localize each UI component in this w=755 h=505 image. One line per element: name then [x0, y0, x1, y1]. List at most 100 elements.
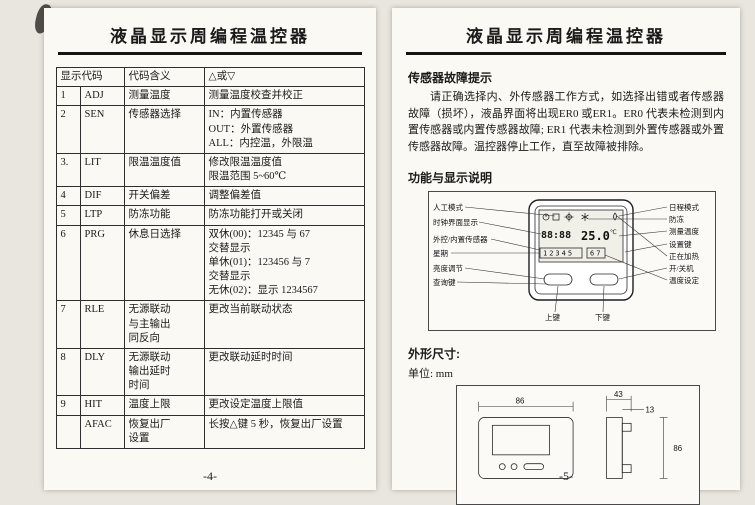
header-updown: △或▽	[203, 66, 365, 88]
cell-meaning: 无源联动 输出延时 时间	[123, 347, 205, 397]
table-row: 2 SEN 传感器选择 IN：内置传感器 OUT：外置传感器 ALL：内控温，外…	[55, 105, 365, 154]
header-display-code: 显示代码	[55, 66, 125, 88]
table-row: 5 LTP 防冻功能 防冻功能打开或关闭	[55, 205, 365, 226]
cell-action: 双休(00)：12345 与 67 交替显示 单休(01)：123456 与 7…	[203, 224, 365, 302]
table-row: 4 DIF 开关偏差 调整偏差值	[55, 186, 365, 207]
cell-meaning: 温度上限	[123, 395, 205, 416]
up-button	[543, 273, 573, 286]
cell-code: ADJ	[79, 86, 125, 107]
cell-num: 5	[55, 205, 81, 226]
cell-action: 更改设定温度上限值	[203, 395, 365, 416]
cell-num: 3.	[55, 152, 81, 188]
cell-action: 更改当前联动状态	[203, 300, 365, 349]
cell-num: 1	[55, 86, 81, 107]
dimensions-unit: 单位: mm	[408, 368, 453, 380]
callout-up-key: 上键	[545, 312, 560, 322]
table-row: 7 RLE 无源联动 与主输出 同反向 更改当前联动状态	[55, 300, 365, 349]
cell-code: DLY	[79, 347, 125, 397]
fault-paragraph: 请正确选择内、外传感器工作方式，如选择出错或者传感器故障（损坏），液晶界面将出现…	[408, 91, 724, 153]
lcd-temp-unit: ℃	[610, 229, 617, 236]
header-code-meaning: 代码含义	[123, 66, 205, 88]
table-row: 9 HIT 温度上限 更改设定温度上限值	[55, 395, 365, 416]
dimension-figure: 86 43 13 86	[478, 390, 683, 479]
clock-icon	[542, 213, 550, 221]
callout-down-key: 下键	[595, 312, 610, 322]
dim-tab: 13	[645, 406, 654, 415]
display-heading: 功能与显示说明	[408, 171, 493, 185]
dim-width: 86	[516, 397, 525, 406]
table-row: AFAC 恢复出厂 设置 长按△键 5 秒，恢复出厂设置	[55, 414, 365, 449]
callout-right-7: 温度设定	[669, 275, 699, 285]
cell-num: 6	[55, 224, 81, 302]
down-button	[589, 273, 619, 286]
cell-action: 长按△键 5 秒，恢复出厂设置	[203, 414, 365, 449]
thermostat-figure: 88:88 25.0 ℃ 12345 67 人工模式 时钟界面显示 外控/内置传…	[433, 199, 699, 322]
cell-code: PRG	[79, 224, 125, 302]
cell-num	[55, 414, 81, 449]
page-title: 液晶显示周编程温控器	[466, 27, 666, 46]
cell-meaning: 休息日选择	[123, 224, 205, 302]
callout-left-1: 人工模式	[433, 202, 463, 212]
callout-left-4: 星期	[433, 249, 448, 258]
dimensions-heading: 外形尺寸:	[408, 347, 460, 361]
lcd-days-workweek: 12345	[543, 250, 574, 258]
cell-meaning: 开关偏差	[123, 186, 205, 207]
callout-right-1: 日程模式	[669, 202, 699, 212]
cell-num: 4	[55, 186, 81, 207]
cell-code: RLE	[79, 300, 125, 349]
front-view	[478, 417, 574, 479]
cell-code: LTP	[79, 205, 125, 226]
manual-page-right: 液晶显示周编程温控器 传感器故障提示 请正确选择内、外传感器工作方式，如选择出错…	[392, 8, 740, 505]
lcd-temperature: 25.0	[581, 229, 610, 243]
callout-right-5: 正在加热	[669, 251, 699, 261]
title-underline	[58, 52, 362, 55]
cell-action: 调整偏差值	[203, 186, 365, 207]
manual-page-left: 液晶显示周编程温控器 显示代码 代码含义 △或▽ 1 ADJ 测量温度 测量温度…	[44, 8, 376, 490]
table-row: 6 PRG 休息日选择 双休(00)：12345 与 67 交替显示 单休(01…	[55, 224, 365, 302]
table-row: 1 ADJ 测量温度 测量温度校查并校正	[55, 86, 365, 107]
callout-left-2: 时钟界面显示	[433, 217, 478, 227]
lcd-days-weekend: 67	[590, 250, 602, 258]
title-underline	[406, 52, 726, 55]
lcd-time: 88:88	[541, 230, 571, 241]
cell-code: LIT	[79, 152, 125, 188]
dim-depth: 43	[614, 390, 623, 399]
cell-num: 8	[55, 347, 81, 397]
callout-right-3: 测量温度	[669, 226, 699, 236]
cell-meaning: 限温温度值	[123, 152, 205, 188]
cell-action: IN：内置传感器 OUT：外置传感器 ALL：内控温，外限温	[203, 105, 365, 154]
cell-num: 2	[55, 105, 81, 154]
cell-code: HIT	[79, 395, 125, 416]
cell-action: 修改限温温度值 限温范围 5~60℃	[203, 152, 365, 188]
cell-meaning: 传感器选择	[123, 105, 205, 154]
callout-left-6: 查询键	[433, 277, 456, 287]
cell-num: 9	[55, 395, 81, 416]
page-number: -4-	[203, 469, 217, 483]
code-table: 显示代码 代码含义 △或▽ 1 ADJ 测量温度 测量温度校查并校正 2 SEN…	[55, 66, 365, 449]
thermostat-figure-box: 88:88 25.0 ℃ 12345 67 人工模式 时钟界面显示 外控/内置传…	[428, 191, 716, 331]
table-row: 3. LIT 限温温度值 修改限温温度值 限温范围 5~60℃	[55, 152, 365, 188]
cell-num: 7	[55, 300, 81, 349]
cell-code: AFAC	[79, 414, 125, 449]
cell-action: 测量温度校查并校正	[203, 86, 365, 107]
manual-mode-icon	[552, 213, 560, 221]
page-number: -5-	[559, 469, 573, 483]
callout-left-3: 外控/内置传感器	[433, 234, 488, 244]
cell-meaning: 测量温度	[123, 86, 205, 107]
callout-right-2: 防冻	[669, 214, 684, 224]
table-row: 8 DLY 无源联动 输出延时 时间 更改联动延时时间	[55, 347, 365, 397]
flame-icon	[613, 212, 617, 221]
snowflake-icon	[581, 213, 589, 221]
cell-code: SEN	[79, 105, 125, 154]
dimension-figure-box: 86 43 13 86	[456, 385, 700, 505]
cell-action: 防冻功能打开或关闭	[203, 205, 365, 226]
dim-height: 86	[673, 444, 682, 453]
page-title: 液晶显示周编程温控器	[110, 27, 310, 46]
table-header-row: 显示代码 代码含义 △或▽	[55, 66, 365, 88]
cell-meaning: 防冻功能	[123, 205, 205, 226]
cell-meaning: 恢复出厂 设置	[123, 414, 205, 449]
callout-right-4: 设置键	[669, 239, 692, 249]
cell-code: DIF	[79, 186, 125, 207]
callout-left-5: 亮度调节	[433, 263, 463, 273]
cell-meaning: 无源联动 与主输出 同反向	[123, 300, 205, 349]
